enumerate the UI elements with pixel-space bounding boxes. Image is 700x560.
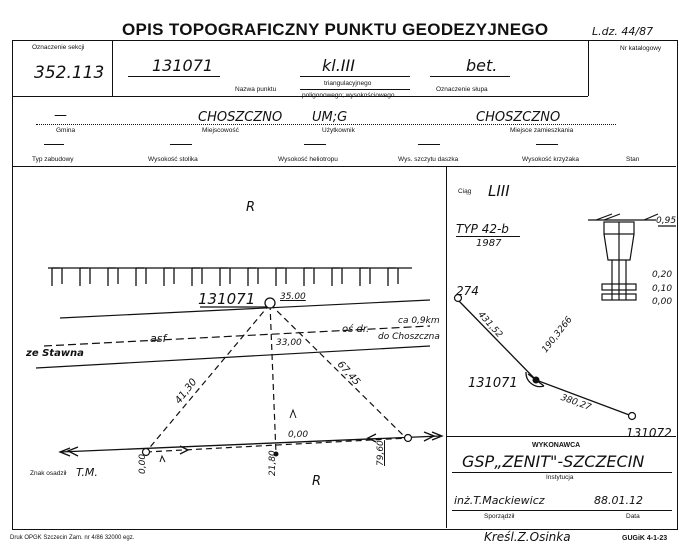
label-stan: Stan [626,156,640,163]
monument-type: TYP 42-b [456,222,509,236]
from-town: ze Stawna [26,348,84,359]
label-wysokosc-heliotropu: Wysokość heliotropu [278,156,338,163]
executor-org: GSP„ZENIT"-SZCZECIN [462,452,645,471]
dist-0-00-b: 0,00 [138,453,148,474]
executor-title: WYKONAWCA [532,442,581,449]
marker-label: Oznaczenie słupa [436,86,488,93]
point-marker [264,297,276,309]
owner-value: T.M. [76,466,98,479]
road-axis-label: oś dr. [342,324,370,335]
date-label: Data [626,513,640,520]
dist-33-00: 33,00 [276,338,302,348]
user-value: UM;G [312,110,348,125]
gmina-label: Gmina [56,127,76,134]
label-wysokosc-stolika: Wysokość stolika [148,156,198,163]
r-top: R [246,200,256,215]
residence-value: CHOSZCZNO [476,110,561,125]
monument-section [588,213,676,301]
author-label: Sporządził [484,513,515,520]
label-wysokosc-krzyzaka: Wysokość krzyżaka [522,156,580,163]
dist-0-00-a: 0,00 [288,430,309,440]
document-title: OPIS TOPOGRAFICZNY PUNKTU GEODEZYJNEGO [122,20,549,39]
form-code: GUGiK 4-1-23 [622,535,668,542]
height-000: 0,00 [652,297,673,307]
asphalt-label: asf [150,332,167,345]
monument-year: 1987 [476,238,502,249]
user-label: Użytkownik [322,127,355,134]
sketch-point-number: 131071 [198,290,256,308]
point-class: kl.III [322,56,355,75]
author-value: inż.T.Mackiewicz [454,494,545,507]
fence-symbol [48,267,412,286]
traverse-point-274: 274 [456,284,479,298]
baseline [58,431,444,457]
section-value: 352.113 [34,63,105,83]
drawn-by: Kreśl.Z.Osinka [484,530,571,544]
road-axis [43,325,431,347]
owner-label: Znak osadził [30,470,67,477]
label-wys-szczytu-daszka: Wys. szczytu daszka [398,156,459,163]
place-label: Miejscowość [202,127,239,134]
name-label: Nazwa punktu [235,86,277,93]
traverse-point-131071: 131071 [468,376,518,391]
ca-label: ca 0,9km [398,316,440,326]
type-bottom: poligonowego; wysokościowego [302,92,395,99]
dist-79-60: 79,60 [376,440,386,466]
road-edge-bottom [35,345,431,369]
gmina-value: — [54,108,67,123]
file-reference: L.dz. 44/87 [592,25,654,38]
ciag-label: Ciąg [458,188,472,195]
section-label: Oznaczenie sekcji [32,44,85,51]
print-info: Druk OPGK Szczecin Zam. nr 4/86 32000 eg… [10,535,135,541]
catalog-label: Nr katalogowy [620,45,662,52]
point-elevation: 35.00 [280,292,306,302]
residence-label: Miejsce zamieszkania [510,127,574,134]
r-bottom: R [312,474,322,489]
place-value: CHOSZCZNO [198,110,283,125]
height-010: 0,10 [652,284,673,294]
type-top: triangulacyjnego [324,80,372,87]
road-edge-top [59,299,431,319]
height-020: 0,20 [652,270,673,280]
org-label: Instytucja [546,474,574,481]
date-value: 88.01.12 [594,494,643,507]
marker-value: bet. [466,56,498,75]
label-typ-zabudowy: Typ zabudowy [32,156,74,163]
point-number: 131071 [152,56,214,75]
dist-21-80: 21,80 [268,450,278,476]
form-frame [12,40,678,530]
height-095: 0,95 [656,216,677,226]
ciag-value: LIII [488,182,510,200]
traverse-point-131072: 131072 [626,426,672,440]
to-town: do Choszczna [378,332,440,342]
